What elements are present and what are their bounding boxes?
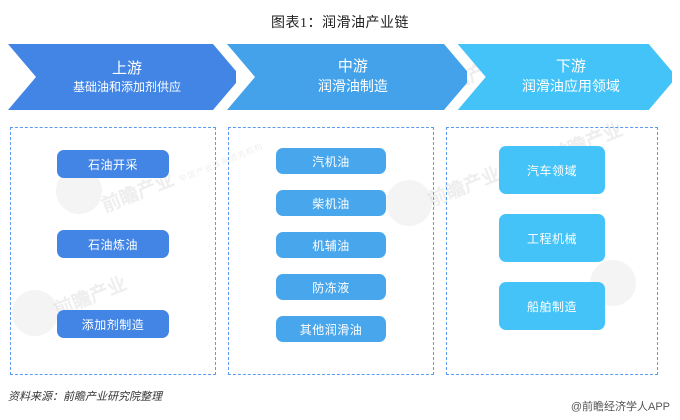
stage-arrow-downstream[interactable]: 下游 润滑油应用领域 (457, 44, 672, 110)
attribution-note: @前瞻经济学人APP (570, 401, 670, 413)
node-downstream-2[interactable]: 工程机械 (499, 214, 605, 262)
node-midstream-3[interactable]: 机辅油 (276, 232, 386, 258)
stage-arrow-downstream-title: 下游 (555, 59, 586, 76)
node-upstream-3[interactable]: 添加剂制造 (57, 310, 169, 338)
node-upstream-2[interactable]: 石油炼油 (57, 230, 169, 258)
node-downstream-1[interactable]: 汽车领域 (499, 146, 605, 194)
node-midstream-2[interactable]: 柴机油 (276, 190, 386, 216)
stage-arrow-midstream-title: 中游 (337, 59, 368, 76)
column-upstream: 石油开采 石油炼油 添加剂制造 (10, 127, 216, 375)
stage-arrow-band: 上游 基础油和添加剂供应 中游 润滑油制造 下游 润滑油应用领域 (8, 44, 672, 110)
page-title: 图表1：润滑油产业链 (271, 16, 409, 31)
stage-arrow-midstream-subtitle: 润滑油制造 (317, 79, 388, 95)
node-midstream-5[interactable]: 其他润滑油 (276, 316, 386, 342)
stage-arrow-upstream[interactable]: 上游 基础油和添加剂供应 (8, 44, 236, 110)
column-downstream: 汽车领域 工程机械 船舶制造 (446, 127, 658, 375)
stage-arrow-midstream[interactable]: 中游 润滑油制造 (226, 44, 467, 110)
column-midstream: 汽机油 柴机油 机辅油 防冻液 其他润滑油 (228, 127, 434, 375)
node-midstream-1[interactable]: 汽机油 (276, 148, 386, 174)
node-upstream-1[interactable]: 石油开采 (57, 150, 169, 178)
stage-arrow-upstream-title: 上游 (111, 60, 142, 77)
stage-arrow-upstream-subtitle: 基础油和添加剂供应 (72, 79, 181, 94)
source-note: 资料来源：前瞻产业研究院整理 (8, 391, 162, 403)
stage-columns: 石油开采 石油炼油 添加剂制造 汽机油 柴机油 机辅油 防冻液 其他润滑油 汽车… (10, 127, 670, 375)
node-midstream-4[interactable]: 防冻液 (276, 274, 386, 300)
node-downstream-3[interactable]: 船舶制造 (499, 282, 605, 330)
stage-arrow-downstream-subtitle: 润滑油应用领域 (521, 79, 620, 95)
